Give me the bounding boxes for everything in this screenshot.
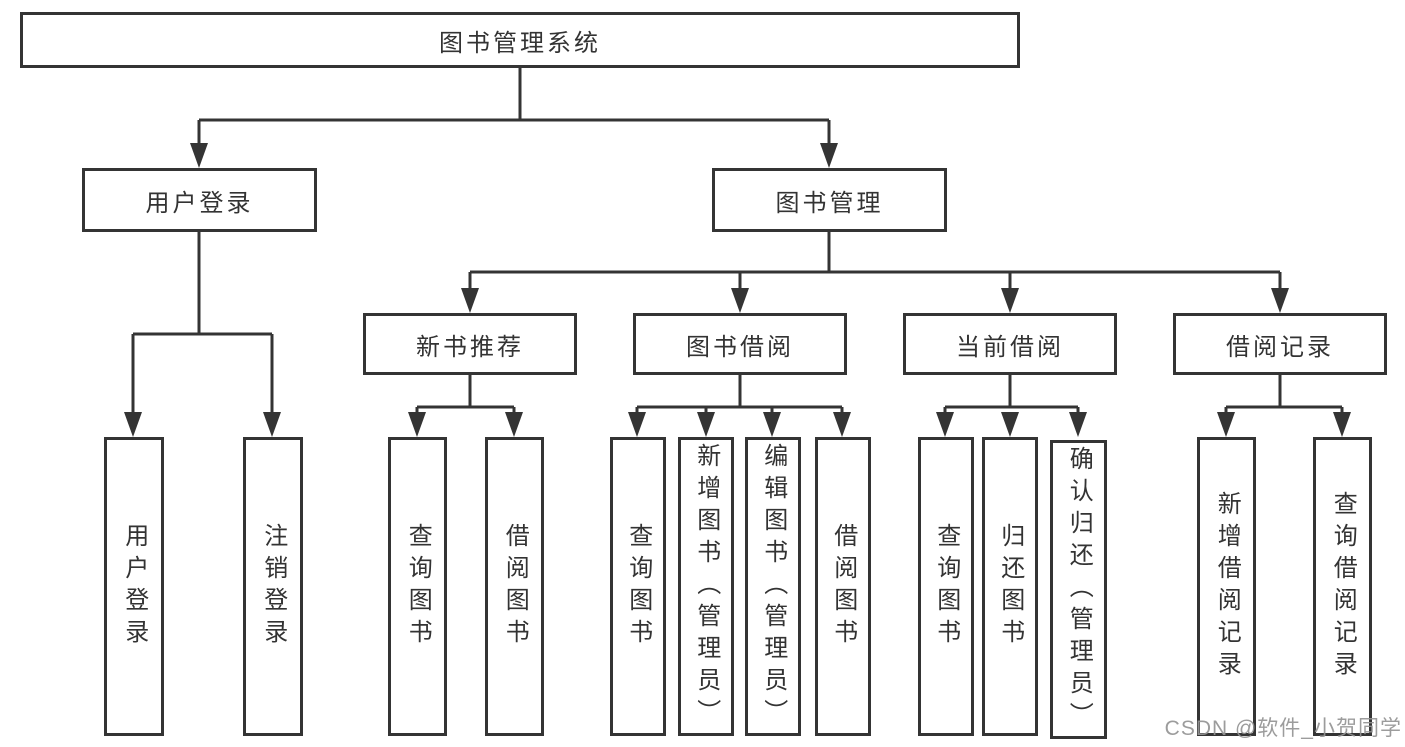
leaf-logout: 注销登录 xyxy=(243,437,303,736)
node-current-borrowing: 当前借阅 xyxy=(903,313,1117,375)
leaf-borrow-books-recommend: 借阅图书 xyxy=(485,437,544,736)
leaf-query-books-recommend: 查询图书 xyxy=(388,437,447,736)
leaf-add-books-admin: 新增图书（管理员） xyxy=(678,437,734,736)
leaf-add-borrow-record: 新增借阅记录 xyxy=(1197,437,1256,736)
leaf-confirm-return-admin: 确认归还（管理员） xyxy=(1050,440,1107,739)
leaf-edit-books-admin-label: 编辑图书（管理员） xyxy=(759,442,787,731)
node-new-book-recommend: 新书推荐 xyxy=(363,313,577,375)
node-book-borrowing: 图书借阅 xyxy=(633,313,847,375)
leaf-add-borrow-record-label: 新增借阅记录 xyxy=(1213,490,1241,683)
leaf-query-books-borrowing-label: 查询图书 xyxy=(624,522,652,651)
leaf-add-books-admin-label: 新增图书（管理员） xyxy=(692,442,720,731)
leaf-query-books-recommend-label: 查询图书 xyxy=(404,522,432,651)
node-user-login: 用户登录 xyxy=(82,168,317,232)
leaf-query-books-current: 查询图书 xyxy=(918,437,974,736)
leaf-edit-books-admin: 编辑图书（管理员） xyxy=(745,437,801,736)
leaf-user-login-label: 用户登录 xyxy=(120,522,148,651)
leaf-borrow-books-recommend-label: 借阅图书 xyxy=(501,522,529,651)
leaf-return-books: 归还图书 xyxy=(982,437,1038,736)
leaf-logout-label: 注销登录 xyxy=(259,522,287,651)
leaf-query-books-current-label: 查询图书 xyxy=(932,522,960,651)
leaf-return-books-label: 归还图书 xyxy=(996,522,1024,651)
leaf-query-books-borrowing: 查询图书 xyxy=(610,437,666,736)
leaf-query-borrow-record: 查询借阅记录 xyxy=(1313,437,1372,736)
leaf-query-borrow-record-label: 查询借阅记录 xyxy=(1329,490,1357,683)
node-borrowing-records: 借阅记录 xyxy=(1173,313,1387,375)
leaf-confirm-return-admin-label: 确认归还（管理员） xyxy=(1065,445,1093,734)
node-library-system: 图书管理系统 xyxy=(20,12,1020,68)
leaf-user-login: 用户登录 xyxy=(104,437,164,736)
leaf-borrow-books-label: 借阅图书 xyxy=(829,522,857,651)
csdn-watermark: CSDN @软件_小贺同学 xyxy=(1164,717,1402,740)
leaf-borrow-books: 借阅图书 xyxy=(815,437,871,736)
node-book-management: 图书管理 xyxy=(712,168,947,232)
